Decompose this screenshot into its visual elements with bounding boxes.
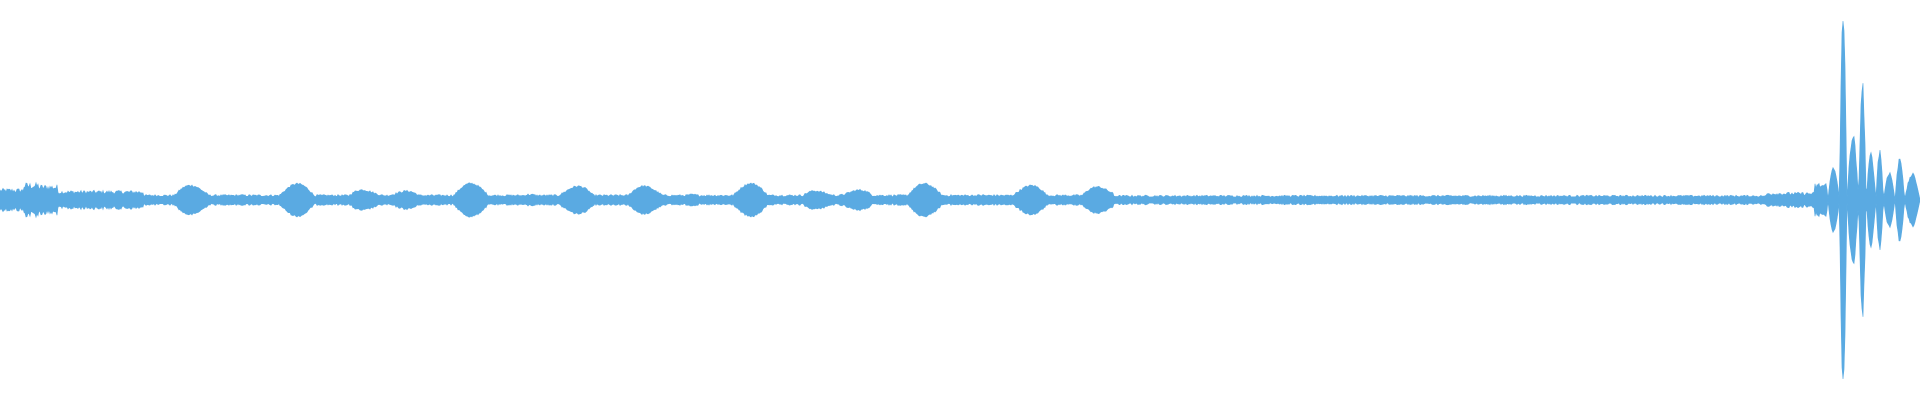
waveform-shape	[0, 20, 1920, 380]
